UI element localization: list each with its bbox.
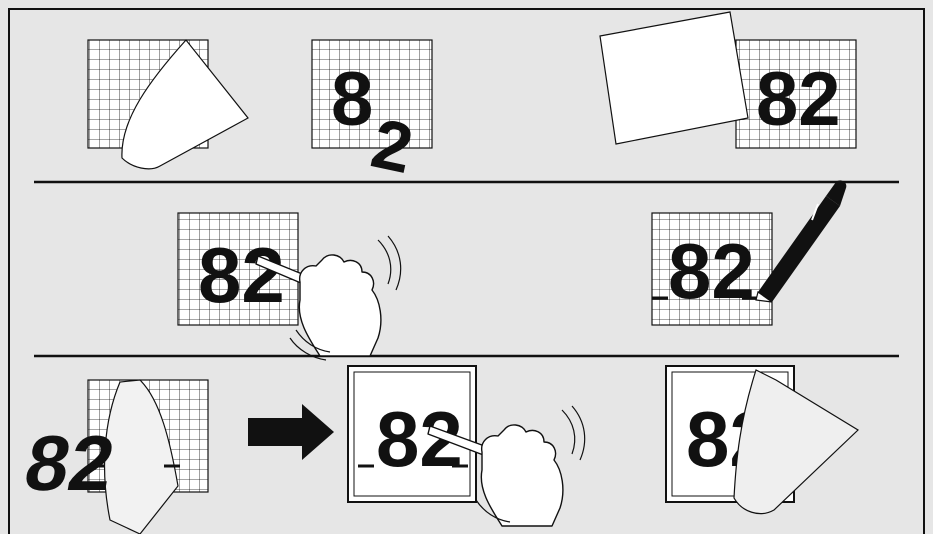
hand-rubbing-icon xyxy=(298,254,382,357)
target-surface-inner xyxy=(353,371,471,497)
arrow-right-icon xyxy=(248,404,334,460)
pen-icon xyxy=(755,180,847,303)
motion-line xyxy=(377,239,392,285)
number-82: 82 xyxy=(756,57,841,142)
peeling-film-icon xyxy=(103,379,179,534)
peeling-film-icon xyxy=(733,369,859,515)
step-g-apply-transfer: 82 xyxy=(347,365,586,527)
step-d-rub-number: 82 xyxy=(177,212,402,361)
motion-line xyxy=(475,499,511,523)
peeling-film-icon xyxy=(121,39,249,170)
motion-line xyxy=(295,329,331,353)
step-h-peel-off: 82 xyxy=(665,365,859,515)
grid-sheet-icon xyxy=(311,39,433,149)
step-b-place-digits: 8 2 xyxy=(311,39,433,188)
motion-line xyxy=(571,405,586,461)
motion-line xyxy=(387,235,402,291)
hand-rubbing-icon xyxy=(480,424,564,527)
motion-line xyxy=(289,337,327,361)
grid-sheet-icon xyxy=(651,212,773,326)
step-f-lift-transfer: 82 xyxy=(19,379,209,534)
number-82: 82 xyxy=(668,227,755,315)
motion-line xyxy=(561,409,576,455)
digit-8: 8 xyxy=(331,57,373,142)
target-surface xyxy=(347,365,477,503)
digits-82: 82 xyxy=(19,420,121,507)
grid-sheet-icon xyxy=(735,39,857,149)
outer-frame xyxy=(8,8,925,534)
blank-sheet xyxy=(599,11,749,145)
step-c-cover-sheet: 82 xyxy=(599,11,857,149)
number-82: 82 xyxy=(198,231,285,319)
step-a-peel-backing xyxy=(87,39,249,170)
step-e-mark-baseline: 82 xyxy=(651,180,847,326)
